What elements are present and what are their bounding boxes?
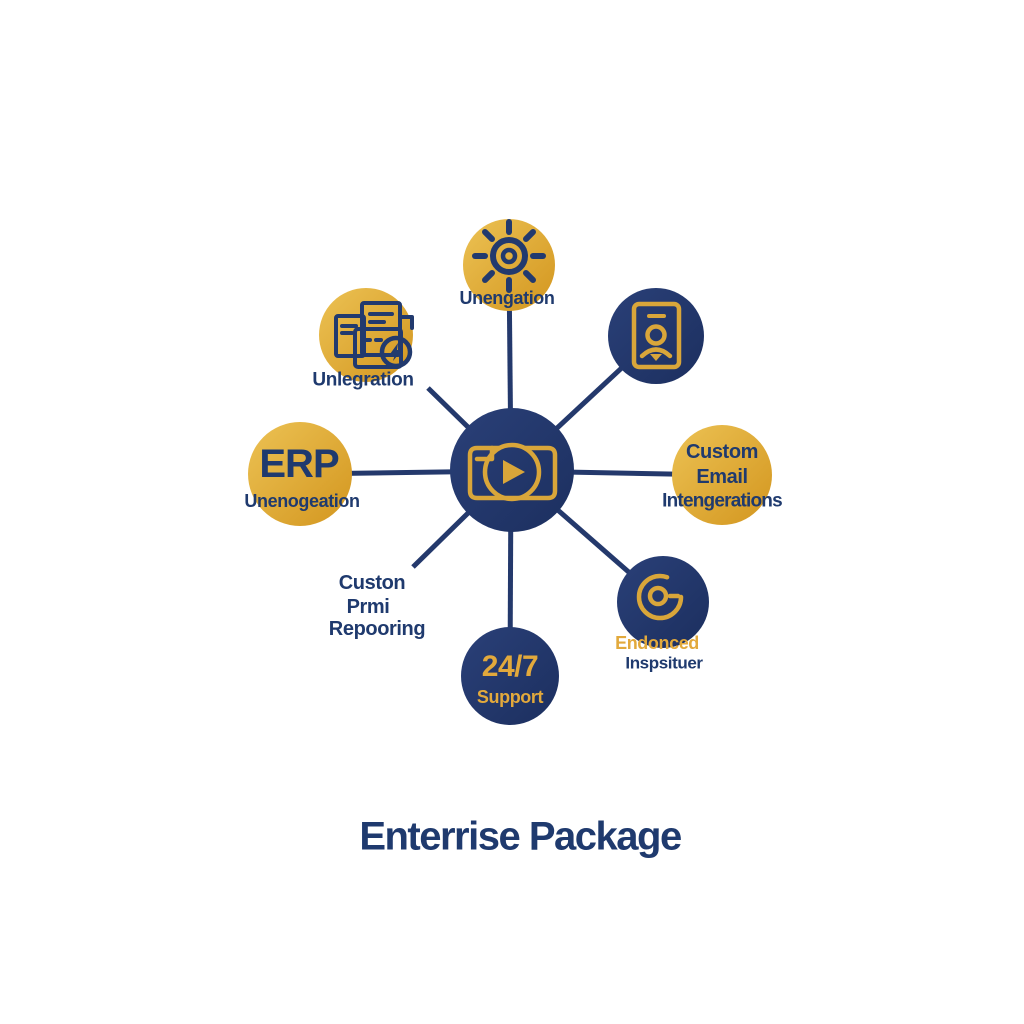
node-left-circle	[248, 422, 352, 526]
video-camera-icon	[467, 442, 558, 502]
node-right-circle	[672, 425, 772, 525]
id-badge-icon	[631, 301, 682, 370]
node-bottom-label-line1: 24/7	[481, 650, 539, 683]
node-bottom-left-label-line2: Prmi	[346, 596, 390, 618]
sun-icon	[472, 219, 546, 293]
documents-sync-icon	[334, 301, 414, 369]
node-top-circle	[463, 219, 555, 311]
node-left-heading: ERP	[259, 442, 339, 486]
node-right-label-line1: Custom	[685, 441, 759, 463]
lens-icon	[636, 573, 684, 621]
node-right-label-line2: Email	[696, 466, 748, 488]
node-bottom-right-label-line2: Inspsituer	[625, 653, 703, 673]
node-bottom-circle	[461, 627, 559, 725]
node-left-label: Unenogeation	[244, 491, 360, 511]
node-top-left-label: Unlegration	[312, 369, 414, 391]
node-bottom-right-label-line1: Endonced	[615, 633, 699, 653]
node-bottom-left-label-line1: Custon	[338, 572, 406, 594]
node-right-label-line3: Intengerations	[662, 490, 783, 512]
node-bottom-left-label-line3: Repooring	[328, 618, 426, 640]
node-top-label: Unengation	[459, 288, 555, 308]
node-bottom-label-line2: Support	[476, 687, 544, 707]
page-title: Enterrise Package	[359, 814, 682, 859]
